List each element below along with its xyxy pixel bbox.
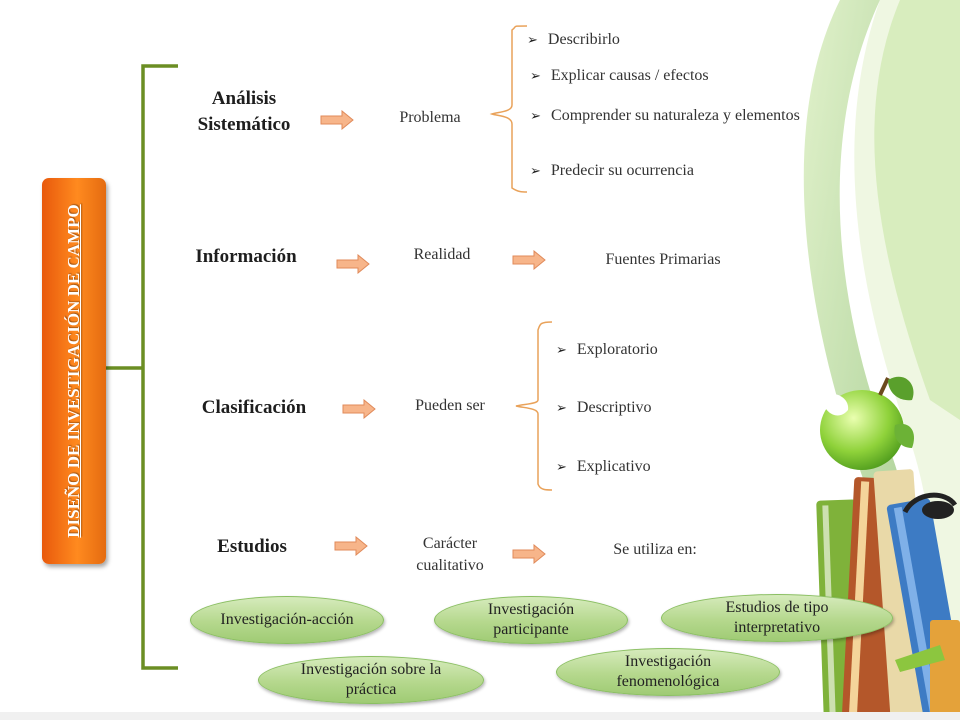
oval-investigacion-participante: Investigación participante [434,596,628,644]
bullet-arrowhead-icon: ➢ [530,163,541,178]
bullet-item: ➢Explicar causas / efectos [530,67,709,84]
bullet-item: ➢Predecir su ocurrencia [530,162,694,179]
arrow-right-icon [334,536,368,556]
bullet-arrowhead-icon: ➢ [527,32,538,47]
heading-estudios: Estudios [217,536,287,557]
diagram-title: DISEÑO DE INVESTIGACIÓN DE CAMPO [64,204,83,538]
oval-investigacion-accion: Investigación-acción [190,596,384,644]
result-fuentes-primarias: Fuentes Primarias [605,251,721,268]
bullet-item: ➢Explicativo [556,458,651,475]
diagram-title-box: DISEÑO DE INVESTIGACIÓN DE CAMPO [42,178,106,564]
arrow-right-icon [342,399,376,419]
bullet-arrowhead-icon: ➢ [530,68,541,83]
bullet-arrowhead-icon: ➢ [530,108,542,123]
middle-problema: Problema [399,109,461,126]
bullet-item: ➢Descriptivo [556,399,652,416]
middle-caracter-cualitativo: Carácter cualitativo [416,535,484,574]
result-se-utiliza-en: Se utiliza en: [613,541,697,558]
arrow-right-icon [336,254,370,274]
arrow-right-icon [512,250,546,270]
arrow-right-icon [512,544,546,564]
bullet-item: ➢Describirlo [527,31,620,48]
bullet-arrowhead-icon: ➢ [556,342,567,357]
heading-clasificacion: Clasificación [201,397,307,418]
middle-pueden-ser: Pueden ser [415,397,485,414]
bullet-arrowhead-icon: ➢ [556,400,567,415]
oval-investigacion-sobre-practica: Investigación sobre la práctica [258,656,484,704]
bullet-item: ➢Comprender su naturaleza y elementos [530,107,800,124]
middle-realidad: Realidad [413,246,471,263]
arrow-right-icon [320,110,354,130]
oval-investigacion-fenomenologica: Investigación fenomenológica [556,648,780,696]
heading-informacion: Información [195,246,297,267]
bullet-arrowhead-icon: ➢ [556,459,567,474]
glasses-icon [902,492,958,519]
bullet-item: ➢Exploratorio [556,341,658,358]
books-icon [816,469,960,720]
apple-icon [820,376,915,470]
heading-analisis-sistematico: Análisis Sistemático [197,88,291,135]
oval-estudios-interpretativo: Estudios de tipo interpretativo [661,594,893,642]
